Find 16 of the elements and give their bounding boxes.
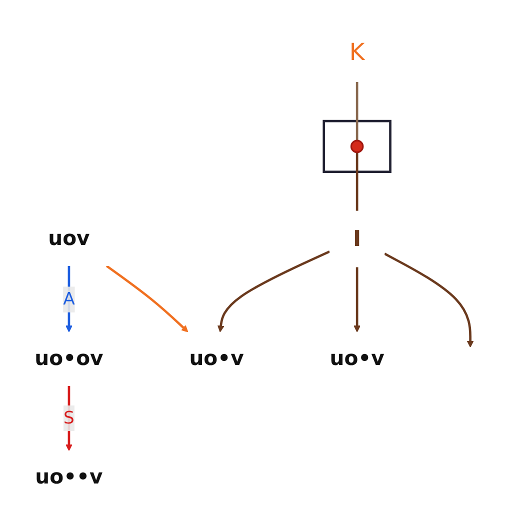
node-text: uo•ov	[34, 346, 104, 370]
connector	[356, 82, 358, 141]
node-circle	[350, 140, 364, 154]
node-text: uov	[48, 226, 90, 250]
edge-label: S	[64, 408, 74, 428]
node-text: I	[353, 226, 362, 252]
arrow	[106, 265, 188, 332]
connector	[356, 152, 358, 211]
arrow	[384, 252, 474, 348]
edge-label: A	[63, 290, 75, 310]
node-text: uo••v	[35, 466, 103, 489]
arrow	[217, 250, 330, 332]
node-text: uo•v	[189, 346, 244, 370]
cluster	[322, 120, 392, 173]
arrow	[354, 267, 361, 332]
node-text: uo•v	[330, 346, 384, 370]
